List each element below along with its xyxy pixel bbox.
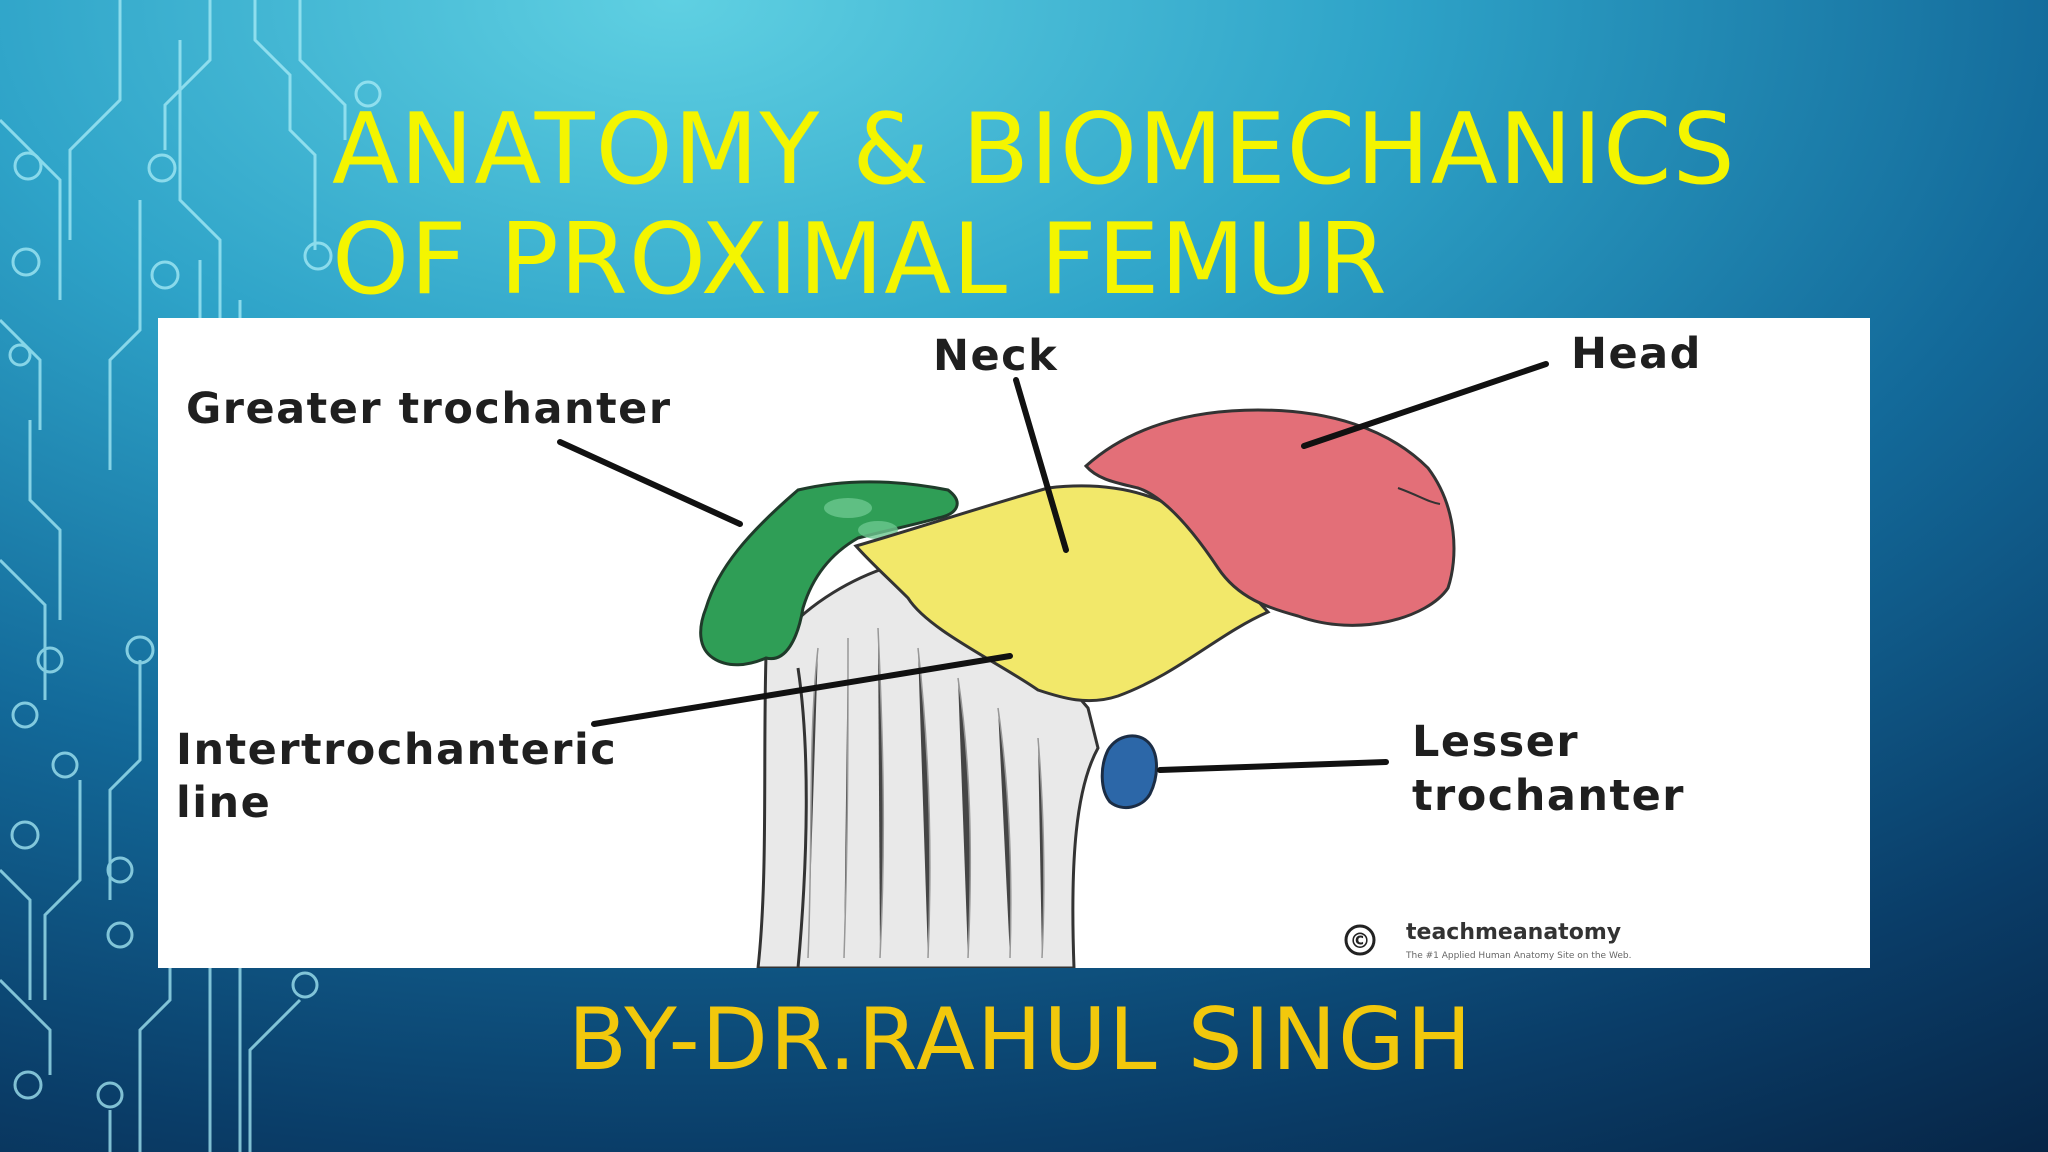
watermark-tagline: The #1 Applied Human Anatomy Site on the… bbox=[1405, 951, 1631, 961]
watermark-brand: teachmeanatomy bbox=[1406, 920, 1621, 945]
intertrochanteric-leader bbox=[591, 653, 1013, 727]
title-line-2: OF PROXIMAL FEMUR bbox=[332, 203, 1388, 317]
label-lesser-trochanter-1: Lesser bbox=[1412, 717, 1579, 767]
copyright-icon bbox=[1344, 924, 1376, 956]
author-byline: BY-DR.RAHUL SINGH bbox=[568, 990, 1474, 1090]
head-leader bbox=[1301, 361, 1549, 449]
title-line-1: ANATOMY & BIOMECHANICS bbox=[332, 93, 1736, 207]
neck-region bbox=[853, 484, 1271, 703]
lesser-trochanter-region bbox=[1100, 734, 1158, 810]
proximal-femur-diagram: Greater trochanter Neck Head Intertrocha… bbox=[158, 318, 1870, 968]
label-intertrochanteric-2: line bbox=[176, 778, 271, 828]
head-region bbox=[1083, 408, 1456, 627]
label-neck: Neck bbox=[933, 331, 1058, 381]
greater-trochanter-leader bbox=[557, 439, 743, 527]
label-head: Head bbox=[1571, 329, 1702, 379]
label-greater-trochanter: Greater trochanter bbox=[186, 384, 672, 434]
lesser-trochanter-leader bbox=[1157, 759, 1389, 773]
label-intertrochanteric-1: Intertrochanteric bbox=[176, 725, 617, 775]
neck-leader bbox=[1013, 377, 1069, 553]
label-lesser-trochanter-2: trochanter bbox=[1412, 771, 1685, 821]
copyright-symbol: © bbox=[1350, 929, 1371, 953]
